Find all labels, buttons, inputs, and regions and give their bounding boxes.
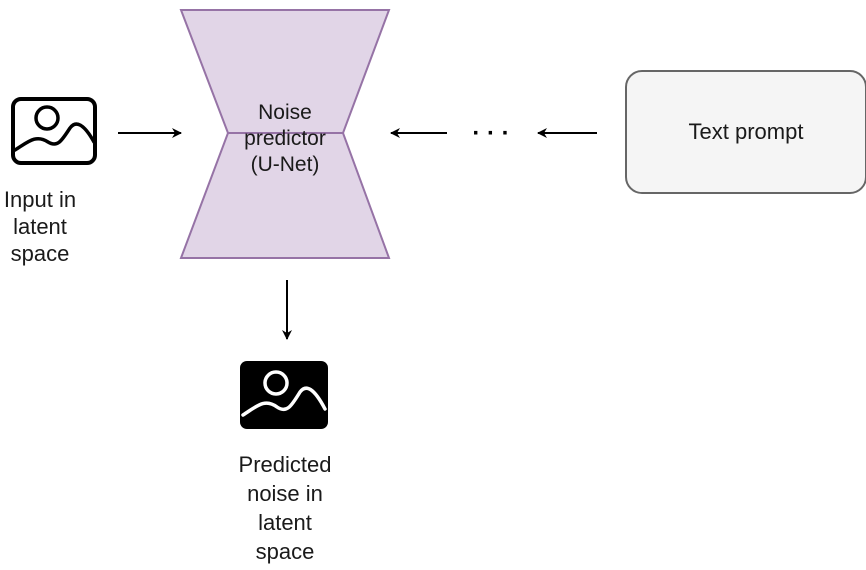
noise-predictor-label: Noise predictor (U-Net) [244, 101, 326, 176]
output-image-icon [240, 361, 328, 429]
text-prompt-label: Text prompt [688, 119, 804, 144]
ellipsis-text: · · · [472, 120, 509, 147]
input-image-icon [11, 97, 97, 165]
input-label: Input in latent space [3, 187, 77, 266]
output-label: Predicted noise in latent space [238, 452, 332, 564]
text-prompt-box [625, 70, 866, 194]
